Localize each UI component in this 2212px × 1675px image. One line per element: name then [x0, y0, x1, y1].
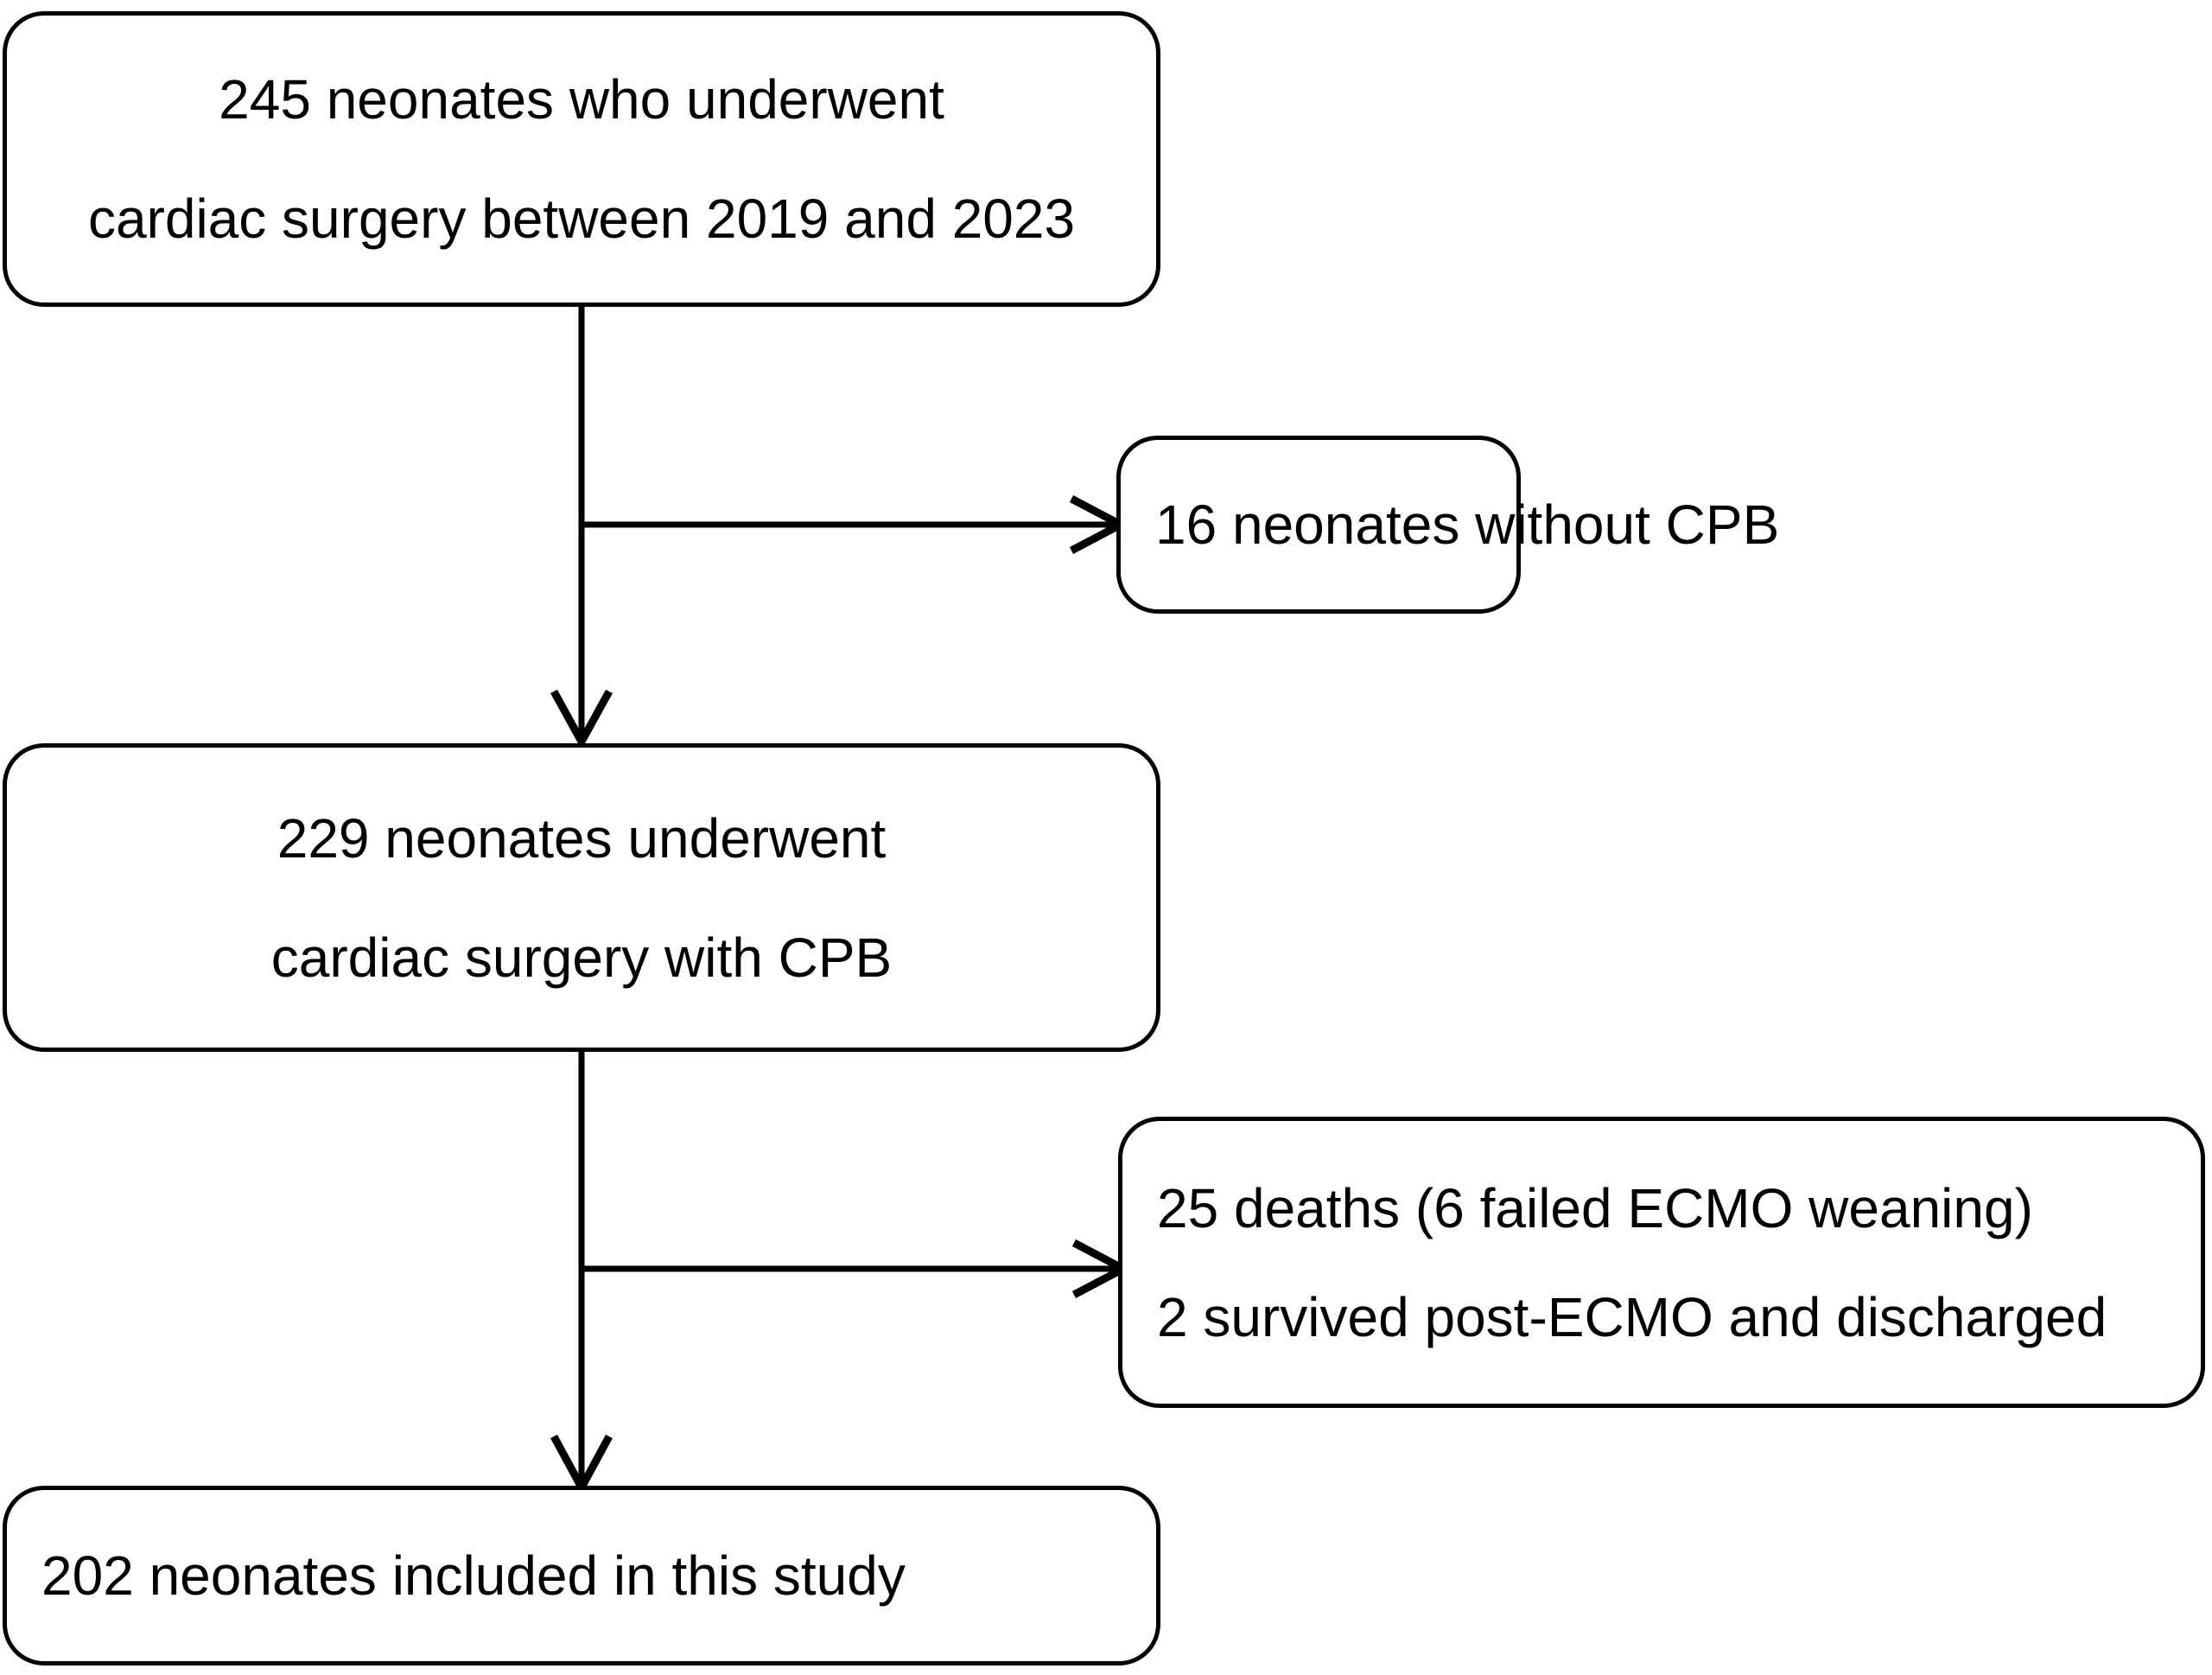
- arrowhead-into-included: [550, 1434, 613, 1496]
- flow-node-excluded-no-cpb: 16 neonates without CPB: [1116, 436, 1779, 614]
- flow-node-excluded-deaths-line-1: 25 deaths (6 failed ECMO weaning): [1157, 1176, 2033, 1239]
- flow-node-screened-cohort-line-1: 245 neonates who underwent: [219, 68, 944, 131]
- flow-node-with-cpb: 229 neonates underwent cardiac surgery w…: [3, 743, 1160, 1052]
- flow-node-with-cpb-line-1: 229 neonates underwent: [276, 806, 887, 869]
- arrowhead-into-with-cpb: [550, 689, 613, 750]
- flow-node-screened-cohort-line-2: cardiac surgery between 2019 and 2023: [87, 188, 1076, 250]
- flow-node-excluded-deaths-line-2: 2 survived post-ECMO and discharged: [1157, 1285, 2107, 1348]
- flow-node-screened-cohort: 245 neonates who underwent cardiac surge…: [3, 11, 1160, 307]
- flow-node-included: 202 neonates included in this study: [3, 1486, 1160, 1665]
- flow-node-with-cpb-line-2: cardiac surgery with CPB: [270, 926, 893, 989]
- flow-node-included-line-1: 202 neonates included in this study: [41, 1544, 906, 1607]
- arrowhead-into-deaths: [1071, 1239, 1132, 1298]
- flow-node-excluded-no-cpb-line-1: 16 neonates without CPB: [1155, 494, 1780, 556]
- arrowhead-into-no-cpb: [1069, 495, 1129, 554]
- flow-node-excluded-deaths: 25 deaths (6 failed ECMO weaning) 2 surv…: [1118, 1117, 2205, 1408]
